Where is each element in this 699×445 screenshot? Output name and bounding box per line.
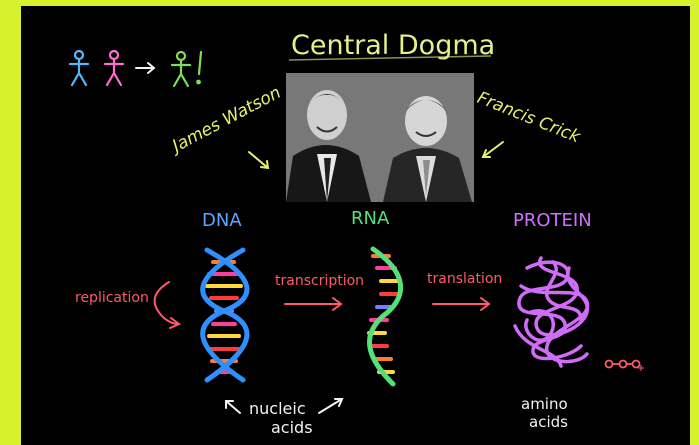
rna-strand-icon xyxy=(369,249,401,384)
dna-label: DNA xyxy=(202,210,242,231)
translation-arrow-icon xyxy=(433,298,489,310)
nucleic-acids-arrow-right-icon xyxy=(319,399,342,413)
amino-acid-chain-icon xyxy=(606,361,640,368)
protein-label: PROTEIN xyxy=(513,210,592,231)
replication-arrow-icon xyxy=(155,282,179,328)
translation-label: translation xyxy=(427,271,502,287)
diagram-canvas: Central Dogma xyxy=(21,6,690,445)
arrow-right-icon xyxy=(136,63,154,73)
person-name-left: James Watson xyxy=(167,83,285,158)
arrow-to-photo-icon xyxy=(249,152,268,168)
stick-figure-icon-green xyxy=(172,52,201,86)
arrow-to-photo-icon-right xyxy=(483,142,503,157)
dna-helix-icon xyxy=(203,250,247,380)
person-name-right: Francis Crick xyxy=(474,88,584,148)
stick-figure-icon-pink xyxy=(105,51,123,85)
nucleic-acids-arrow-left-icon xyxy=(226,401,240,413)
blackboard: Central Dogma xyxy=(21,6,690,445)
transcription-label: transcription xyxy=(275,273,364,289)
protein-tangle-icon xyxy=(515,258,588,366)
replication-label: replication xyxy=(75,290,149,306)
rna-label: RNA xyxy=(351,208,390,229)
stick-figure-icon-blue xyxy=(70,51,88,85)
watson-crick-photo xyxy=(286,73,474,202)
transcription-arrow-icon xyxy=(285,298,341,310)
